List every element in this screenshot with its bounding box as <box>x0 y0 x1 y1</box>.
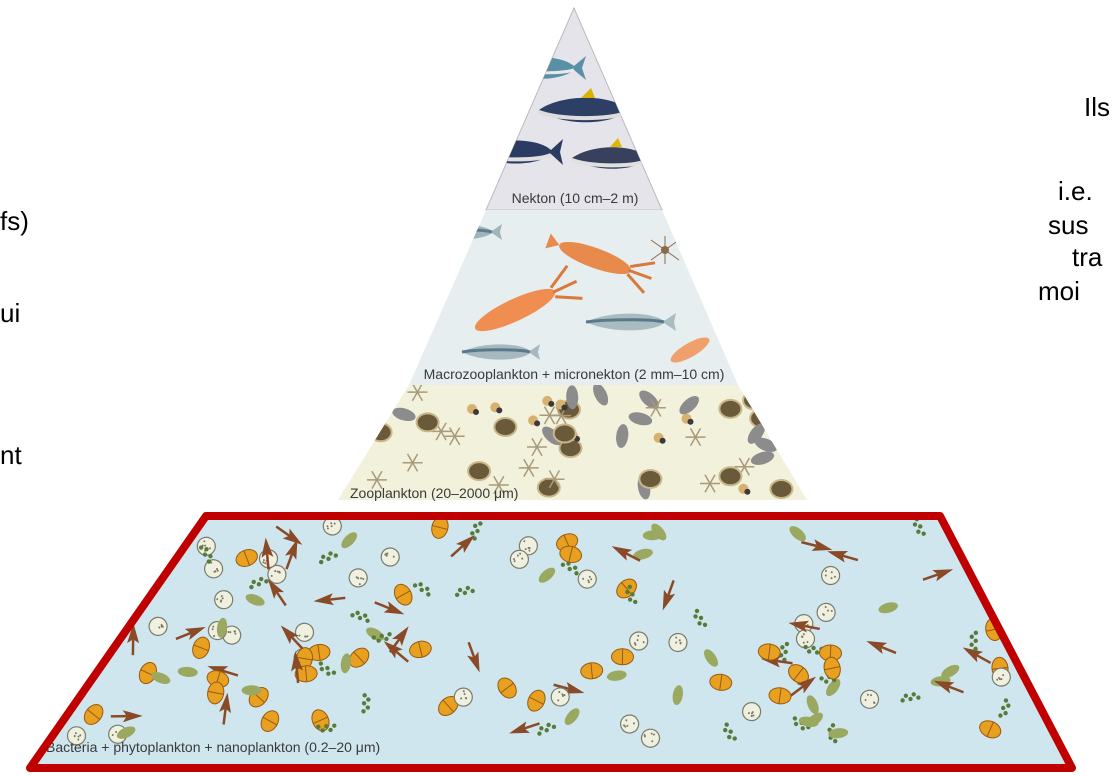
zooplankton-icon <box>417 413 439 431</box>
phytoplankton-icon <box>1048 652 1070 667</box>
dinoflagellate-icon <box>130 526 154 560</box>
diatom-icon <box>1001 590 1026 615</box>
tier-label-phytoplankton: Bacteria + phytoplankton + nanoplankton … <box>46 739 380 755</box>
phytoplankton-icon <box>1007 567 1028 589</box>
phytoplankton-icon <box>35 696 54 718</box>
zooplankton-icon <box>352 425 372 442</box>
phytoplankton-icon <box>101 539 121 560</box>
zooplankton-icon <box>639 470 661 488</box>
zooplankton-icon <box>554 425 576 443</box>
diatom-icon <box>821 566 840 585</box>
diatom-icon <box>39 606 57 624</box>
phytoplankton-icon <box>35 519 61 540</box>
phytoplankton-icon <box>1048 621 1070 638</box>
phytoplankton-icon <box>46 674 64 696</box>
zooplankton-icon <box>719 467 741 485</box>
phytoplankton-icon <box>115 534 137 546</box>
phytoplankton-icon <box>242 685 262 695</box>
phytoplankton-icon <box>35 540 56 553</box>
phytoplankton-icon <box>1021 570 1043 586</box>
dinoflagellate-icon <box>1030 652 1063 666</box>
phytoplankton-icon <box>1041 572 1066 593</box>
tier-label-zooplankton: Zooplankton (20–2000 μm) <box>350 485 518 501</box>
zooplankton-icon <box>538 479 560 497</box>
phytoplankton-icon <box>611 649 633 665</box>
zooplankton-icon <box>770 480 792 498</box>
zooplankton-icon <box>368 385 388 402</box>
zooplankton-icon <box>370 423 392 441</box>
zooplankton-icon <box>770 411 782 422</box>
zooplankton-icon <box>719 400 741 418</box>
phytoplankton-icon <box>1047 655 1074 679</box>
phytoplankton-icon <box>1056 520 1080 539</box>
phytoplankton-icon <box>85 613 103 637</box>
zooplankton-icon <box>359 419 381 437</box>
zooplankton-icon <box>494 418 516 436</box>
zooplankton-icon <box>333 419 353 436</box>
dinoflagellate-icon <box>55 611 76 645</box>
phytoplankton-icon <box>987 559 1008 572</box>
tier-label-macrozooplankton: Macrozooplankton + micronekton (2 mm–10 … <box>424 366 725 382</box>
zooplankton-icon <box>743 391 765 409</box>
phytoplankton-icon <box>1011 597 1026 619</box>
tier-label-nekton: Nekton (10 cm–2 m) <box>512 190 639 206</box>
tier-phytoplankton <box>30 518 1072 768</box>
phytoplankton-icon <box>32 559 53 580</box>
zooplankton-icon <box>468 462 490 480</box>
